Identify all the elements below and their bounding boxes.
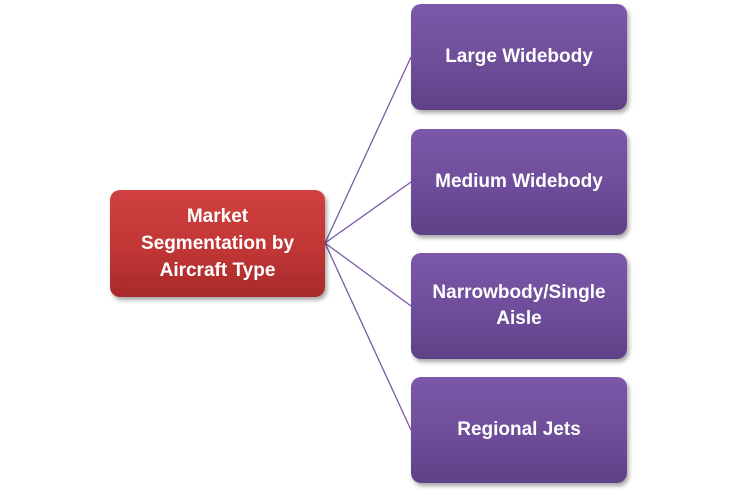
- child-node-label: Large Widebody: [445, 46, 593, 67]
- connector-narrowbody: [324, 242, 412, 307]
- connector-regional-jets: [324, 242, 412, 431]
- child-node-narrowbody: Narrowbody/Single Aisle: [411, 253, 627, 359]
- connector-medium-widebody: [324, 181, 412, 244]
- root-node-label: Market Segmentation by Aircraft Type: [140, 206, 295, 281]
- child-node-label: Narrowbody/Single Aisle: [432, 282, 606, 329]
- child-node-regional-jets: Regional Jets: [411, 377, 627, 483]
- connector-large-widebody: [324, 56, 412, 244]
- child-node-label: Regional Jets: [457, 419, 581, 440]
- child-node-label: Medium Widebody: [435, 171, 603, 192]
- child-node-large-widebody: Large Widebody: [411, 4, 627, 110]
- child-node-medium-widebody: Medium Widebody: [411, 129, 627, 235]
- root-node-market-segmentation: Market Segmentation by Aircraft Type: [110, 190, 325, 297]
